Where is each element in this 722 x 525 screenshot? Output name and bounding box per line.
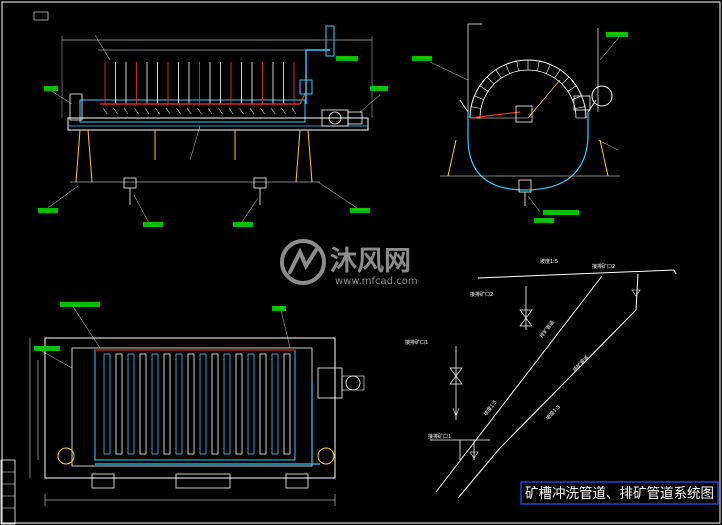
label-tag (543, 210, 579, 215)
slope-label-top: 坡度1:5 (540, 258, 558, 265)
drum-spoke (505, 64, 510, 74)
wash-lane (103, 353, 111, 455)
wash-lane (211, 353, 219, 455)
valve-label-1: 接排矿口2 (470, 291, 493, 298)
drum-spoke (575, 106, 585, 109)
wash-lane (187, 353, 195, 455)
label-tag (60, 302, 100, 307)
drum-spoke (471, 106, 481, 109)
top-outlet-label: 接排矿口2 (592, 263, 615, 270)
wash-lane (151, 353, 159, 455)
left-title-strip (0, 459, 16, 525)
valve-icon (449, 367, 463, 377)
wash-lane (235, 353, 243, 455)
drum-spoke (554, 69, 561, 79)
wash-lane (283, 353, 291, 455)
watermark-url: www.mfcad.com (335, 276, 418, 287)
label-tag (233, 222, 253, 227)
label-tag (412, 56, 432, 61)
outlet-label: 接排矿口1 (428, 433, 451, 440)
title-block: 矿槽冲洗管道、排矿管道系统图 (520, 481, 719, 505)
valve-icon (299, 79, 313, 95)
label-tag (350, 208, 370, 213)
slope-label-right: 坡度1:5 (544, 404, 562, 422)
wash-spray-pipes (102, 62, 297, 115)
valve-icon (519, 309, 533, 319)
plan-view (29, 301, 365, 506)
label-tag (534, 218, 554, 223)
drum-spoke (567, 85, 577, 92)
pipe-label-b: 排矿管道 (571, 354, 590, 373)
label-tag (606, 32, 628, 37)
sheet-tag (33, 11, 49, 21)
wash-lane (271, 353, 279, 455)
label-tag (143, 222, 163, 227)
label-tag (272, 306, 286, 311)
plan-wash-lanes (103, 353, 291, 455)
drum-spoke (474, 95, 484, 100)
watermark-brand: 沐风网 (330, 246, 411, 277)
drum-spokes (470, 60, 586, 119)
drum-spoke (561, 76, 570, 85)
wash-lane (139, 353, 147, 455)
label-tag (34, 346, 60, 351)
drum-spoke (479, 85, 489, 92)
pipe-label-a: 排矿管道 (538, 319, 556, 339)
wash-lane (223, 353, 231, 455)
label-tag (336, 56, 358, 61)
front-elevation-view (38, 25, 388, 227)
label-tag (370, 86, 388, 91)
wash-lane (115, 353, 123, 455)
drum-spoke (486, 76, 495, 85)
valve-label-2: 接排矿口1 (405, 339, 428, 346)
wash-lane (259, 353, 267, 455)
label-tag (44, 86, 58, 91)
side-section-view (412, 23, 628, 223)
wash-lane (247, 353, 255, 455)
drive-motor-icon (317, 367, 343, 399)
wash-lane (163, 353, 171, 455)
drum-spoke (546, 64, 551, 74)
watermark: 沐风网 www.mfcad.com (280, 239, 418, 287)
drum-spoke (537, 61, 540, 71)
drawing-title: 矿槽冲洗管道、排矿管道系统图 (525, 486, 714, 502)
drum-spoke (516, 61, 519, 71)
wash-lane (199, 353, 207, 455)
wash-lane (175, 353, 183, 455)
drum-spoke (495, 69, 502, 79)
pipe-system-schematic: 坡度1:5 接排矿口2 接排矿口2 接排矿口1 接排矿口1 排矿管道 排矿管道 … (405, 258, 677, 499)
wash-lane (127, 353, 135, 455)
label-tag (38, 208, 58, 213)
brand-logo-icon (280, 239, 326, 285)
drive-motor-icon (591, 85, 613, 107)
